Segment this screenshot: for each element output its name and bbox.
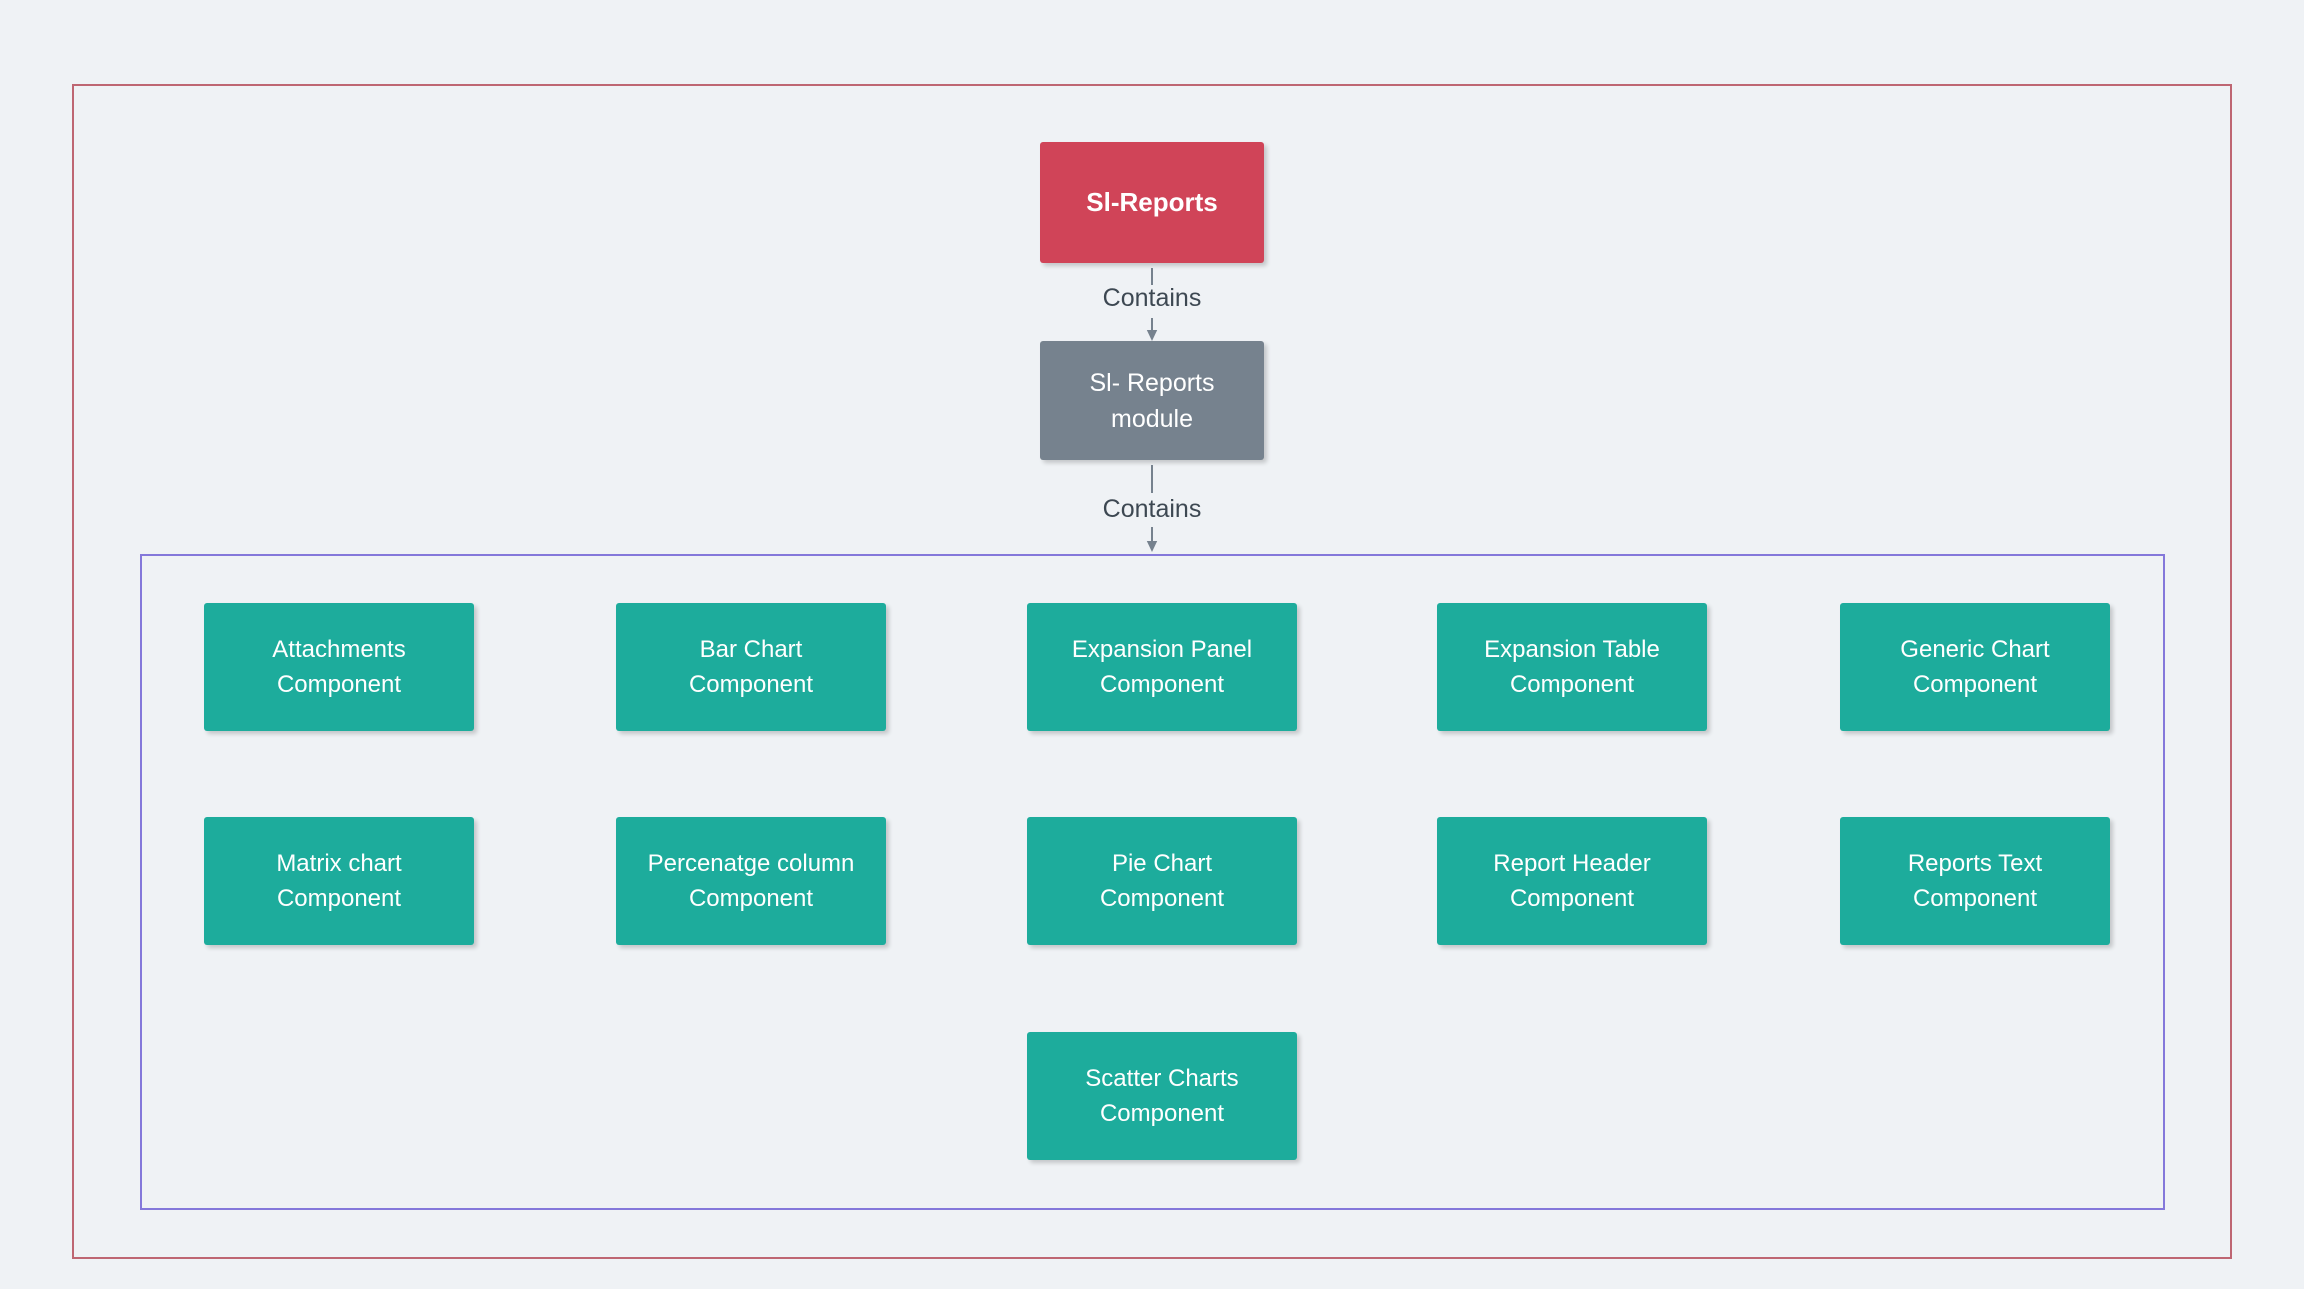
node-label-line: Component [1510,667,1634,702]
node-label-line: Report Header [1493,846,1650,881]
arrowhead-icon [1147,330,1157,341]
node-label-line: Attachments [272,632,405,667]
node-label-line: Expansion Panel [1072,632,1252,667]
node-expansion-panel-component[interactable]: Expansion Panel Component [1027,603,1297,731]
node-label: Sl-Reports [1086,185,1217,220]
node-label-line: Component [1100,667,1224,702]
node-bar-chart-component[interactable]: Bar Chart Component [616,603,886,731]
arrowhead-icon [1147,541,1157,552]
node-pie-chart-component[interactable]: Pie Chart Component [1027,817,1297,945]
node-label-line: Generic Chart [1900,632,2049,667]
node-label-line: Component [1100,1096,1224,1131]
node-expansion-table-component[interactable]: Expansion Table Component [1437,603,1707,731]
node-label-line: Component [689,881,813,916]
node-label-line: Sl- Reports [1089,365,1214,401]
node-label-line: Scatter Charts [1085,1061,1238,1096]
node-sl-reports[interactable]: Sl-Reports [1040,142,1264,263]
node-reports-text-component[interactable]: Reports Text Component [1840,817,2110,945]
node-sl-reports-module[interactable]: Sl- Reports module [1040,341,1264,460]
node-attachments-component[interactable]: Attachments Component [204,603,474,731]
edge-label-contains-1: Contains [1032,284,1272,313]
edge-label-contains-2: Contains [1032,495,1272,524]
node-label-line: Percenatge column [648,846,855,881]
node-label-line: Component [277,667,401,702]
node-matrix-chart-component[interactable]: Matrix chart Component [204,817,474,945]
node-label-line: Expansion Table [1484,632,1660,667]
node-label-line: Component [1100,881,1224,916]
node-generic-chart-component[interactable]: Generic Chart Component [1840,603,2110,731]
node-report-header-component[interactable]: Report Header Component [1437,817,1707,945]
node-percentage-column-component[interactable]: Percenatge column Component [616,817,886,945]
node-label-line: Component [689,667,813,702]
node-label-line: Component [1913,881,2037,916]
node-label-line: module [1111,401,1193,437]
node-label-line: Component [277,881,401,916]
node-label-line: Component [1510,881,1634,916]
node-label-line: Reports Text [1908,846,2042,881]
node-label-line: Component [1913,667,2037,702]
node-scatter-charts-component[interactable]: Scatter Charts Component [1027,1032,1297,1160]
node-label-line: Matrix chart [276,846,401,881]
node-label-line: Pie Chart [1112,846,1212,881]
node-label-line: Bar Chart [700,632,803,667]
